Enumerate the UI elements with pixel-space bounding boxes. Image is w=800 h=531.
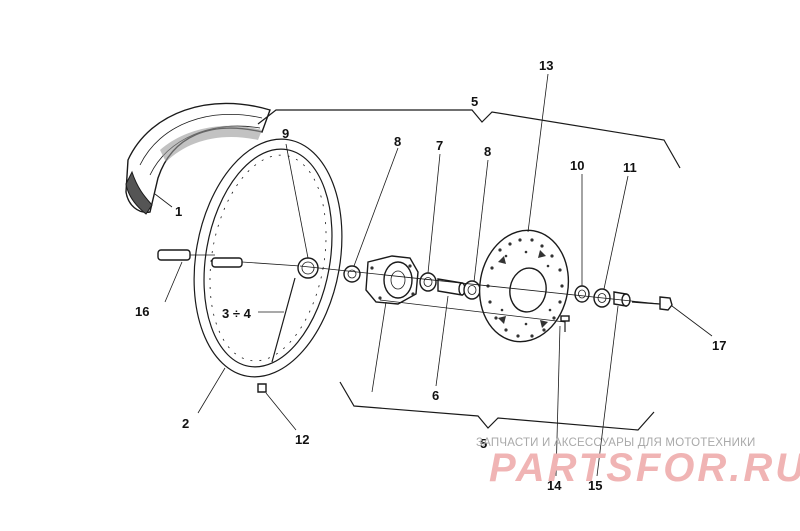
group-bracket-bottom [339, 381, 655, 431]
callout-15: 15 [588, 478, 602, 493]
callout-8-left: 8 [394, 134, 401, 149]
callout-6: 6 [432, 388, 439, 403]
callout-14: 14 [547, 478, 562, 493]
tire-part-1 [125, 102, 271, 215]
rim-part-2 [193, 138, 343, 378]
callout-3-4: 3 ÷ 4 [222, 306, 252, 321]
callout-11: 11 [623, 160, 637, 175]
callout-1: 1 [175, 204, 182, 219]
bolt-part-14 [560, 315, 570, 332]
spacer-tube-part-6 [437, 278, 466, 296]
group-bracket-top [257, 109, 681, 169]
axle-part-16 [157, 249, 301, 268]
watermark-caption: ЗАПЧАСТИ И АКСЕССУАРЫ ДЛЯ МОТОТЕХНИКИ [476, 437, 756, 449]
valve-part-12 [257, 383, 267, 393]
seal-part-10 [574, 285, 590, 303]
bearing-part-8-right [463, 280, 481, 300]
callout-16: 16 [135, 304, 149, 319]
spacer-part-15 [613, 291, 631, 307]
callout-12: 12 [295, 432, 309, 447]
callout-8-right: 8 [484, 144, 491, 159]
bearing-part-7 [419, 272, 437, 292]
hub-assembly [365, 255, 419, 305]
callout-7: 7 [436, 138, 443, 153]
spacer-part-8-left [343, 265, 361, 283]
leader-lines [154, 73, 713, 477]
callout-5-bottom: 5 [480, 436, 487, 451]
callout-9: 9 [282, 126, 289, 141]
callout-17: 17 [712, 338, 726, 353]
watermark-brand-logo: PARTSFOR.RU [489, 446, 800, 490]
bearing-part-9 [297, 257, 319, 279]
callout-13: 13 [539, 58, 553, 73]
callout-5-top: 5 [471, 94, 478, 109]
spoke-part-3-4 [271, 277, 296, 363]
callout-10: 10 [570, 158, 584, 173]
callout-2: 2 [182, 416, 189, 431]
